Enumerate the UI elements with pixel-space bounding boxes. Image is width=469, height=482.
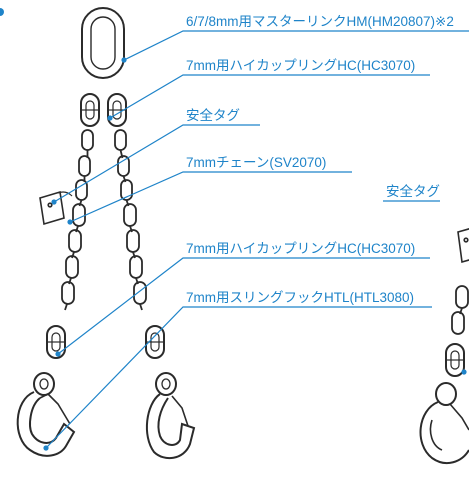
callout-labels: 6/7/8mm用マスターリンクHM(HM20807)※2 7mm用ハイカップリン… bbox=[186, 14, 454, 305]
chain-leg-right-assembly bbox=[451, 285, 469, 335]
hook-right-assembly bbox=[419, 382, 469, 465]
master-link bbox=[81, 7, 125, 79]
label-chain: 7mmチェーン(SV2070) bbox=[186, 155, 326, 170]
sling-hook-left bbox=[16, 372, 76, 457]
left-sling-assembly bbox=[16, 7, 196, 460]
dot-safety-tag-left bbox=[51, 199, 57, 205]
chain-leg-left bbox=[61, 129, 94, 311]
lower-coupling-left bbox=[46, 325, 66, 359]
label-safety-tag-right: 安全タグ bbox=[386, 183, 440, 199]
safety-tag-right bbox=[457, 228, 469, 264]
dot-chain bbox=[67, 219, 73, 225]
leader-hc-lower bbox=[57, 257, 430, 355]
dot-corner bbox=[0, 8, 4, 16]
sling-hook-right bbox=[145, 372, 196, 460]
dot-hook bbox=[43, 445, 49, 451]
label-hc-upper: 7mm用ハイカップリングHC(HC3070) bbox=[186, 58, 415, 73]
callout-lines bbox=[45, 30, 469, 449]
label-master-link: 6/7/8mm用マスターリンクHM(HM20807)※2 bbox=[186, 14, 454, 29]
chain-leg-right bbox=[114, 129, 147, 311]
callout-dots bbox=[0, 8, 467, 451]
leader-master-link bbox=[123, 30, 469, 61]
right-sling-assembly bbox=[419, 228, 469, 465]
label-hc-lower: 7mm用ハイカップリングHC(HC3070) bbox=[186, 241, 415, 256]
leader-hook bbox=[45, 306, 432, 449]
upper-coupling-left bbox=[80, 93, 100, 127]
safety-tag-left bbox=[39, 190, 73, 226]
leader-chain bbox=[69, 171, 352, 223]
leader-hc-upper bbox=[109, 74, 430, 119]
upper-coupling-right bbox=[107, 93, 127, 127]
leader-safety-tag-left bbox=[53, 124, 260, 203]
dot-hc-upper bbox=[107, 115, 113, 121]
dot-hc-lower bbox=[55, 351, 61, 357]
dot-master-link bbox=[121, 57, 127, 63]
label-safety-tag-left: 安全タグ bbox=[186, 107, 240, 123]
coupling-right-assembly bbox=[445, 343, 465, 377]
dot-right-hc bbox=[461, 369, 467, 375]
label-hook: 7mm用スリングフックHTL(HTL3080) bbox=[186, 290, 414, 305]
